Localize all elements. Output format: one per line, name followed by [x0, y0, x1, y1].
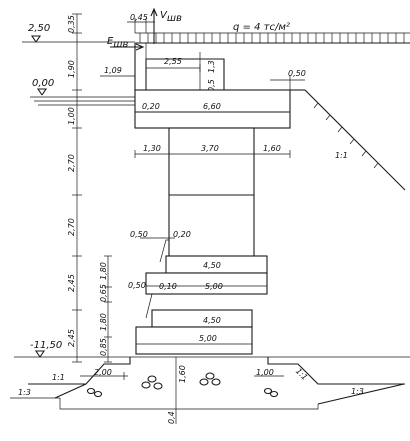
dim-0-5: 0,5 — [207, 79, 216, 92]
dim-0-20-cap: 0,20 — [142, 102, 160, 111]
level-mark-bottom: -11,50 — [14, 340, 62, 358]
dim-0-20-mid: 0,20 — [173, 230, 191, 239]
level-water-label: 0,00 — [32, 78, 54, 89]
dim-0-45-top: 0,45 — [130, 13, 148, 22]
force-v-arrow: Vшв — [150, 7, 182, 44]
dim-1-09: 1,09 — [104, 66, 122, 75]
dim-1-00: 1,00 — [67, 107, 76, 125]
water-surface — [30, 96, 140, 106]
dim-0-85: 0,85 — [99, 338, 108, 356]
dim-1-60: 1,60 — [263, 144, 281, 153]
dim-2-00: 2,00 — [94, 368, 112, 377]
dim-0-4: 0,4 — [167, 411, 176, 424]
dim-1-90: 1,90 — [67, 60, 76, 78]
dim-1-60-bed: 1,60 — [178, 365, 187, 383]
dim-0-65: 0,65 — [99, 284, 108, 302]
slope-1-3-right: 1:3 — [351, 387, 364, 396]
dim-2-70-lower: 2,70 — [67, 218, 76, 236]
force-v-label: Vшв — [160, 10, 182, 24]
slope-1-1-upper: 1:1 — [335, 151, 348, 160]
dim-0-50-lower: 0,50 — [128, 281, 146, 290]
level-mark-water: 0,00 — [32, 78, 54, 96]
load-q-label: q = 4 тс/м² — [233, 22, 290, 33]
seabed-and-foundation: 2,00 1,60 1,00 0,4 1:1 1:1 1:3 1:3 — [10, 356, 410, 424]
dim-5-00-lower: 5,00 — [199, 334, 217, 343]
dim-1-30: 1,30 — [143, 144, 161, 153]
dim-2-45-lower: 2,45 — [67, 329, 76, 347]
dim-2-45-upper: 2,45 — [67, 274, 76, 292]
level-bottom-label: -11,50 — [30, 340, 62, 351]
stone-fill-symbols — [86, 372, 279, 398]
dim-0-50-upper: 0,50 — [130, 230, 148, 239]
level-mark-top: 2,50 — [22, 23, 135, 43]
left-dimension-chain: 0,35 1,90 1,00 2,70 2,70 2,45 2,45 — [67, 13, 82, 363]
dim-5-00-upper: 5,00 — [205, 282, 223, 291]
slope-1-1-left: 1:1 — [52, 373, 65, 382]
distributed-load: q = 4 тс/м² — [135, 22, 410, 44]
dim-0-35: 0,35 — [67, 15, 76, 33]
top-dimensions: 0,45 1,09 2,55 1,3 0,5 — [100, 13, 216, 92]
dim-4-50-upper: 4,50 — [203, 261, 221, 270]
middle-blocks: 0,50 0,20 4,50 0,50 0,10 5,00 4,50 5,00 — [128, 230, 268, 355]
dim-2-70-upper: 2,70 — [67, 154, 76, 172]
level-top-label: 2,50 — [28, 23, 50, 34]
dim-0-10: 0,10 — [159, 282, 177, 291]
dim-1-00-toe: 1,00 — [256, 368, 274, 377]
dim-1-3: 1,3 — [207, 60, 216, 73]
dim-4-50-lower: 4,50 — [203, 316, 221, 325]
superstructure: 0,20 6,60 0,50 — [134, 43, 306, 129]
dim-1-80-upper: 1,80 — [99, 262, 108, 280]
backfill-slope: 1:1 — [290, 89, 406, 191]
dim-0-50-right: 0,50 — [288, 69, 306, 78]
inner-dimension-chain: 1,80 0,65 1,80 0,85 — [99, 255, 112, 363]
dim-1-80-lower: 1,80 — [99, 313, 108, 331]
upper-column: 1,30 3,70 1,60 — [134, 127, 291, 263]
slope-1-3-left: 1:3 — [18, 388, 31, 397]
slope-1-1-right: 1:1 — [294, 367, 309, 382]
dim-6-60: 6,60 — [203, 102, 221, 111]
dim-3-70: 3,70 — [201, 144, 219, 153]
force-e-label: Eшв — [107, 36, 128, 50]
force-e-arrow: Eшв — [107, 36, 145, 51]
dim-2-55: 2,55 — [164, 57, 182, 66]
